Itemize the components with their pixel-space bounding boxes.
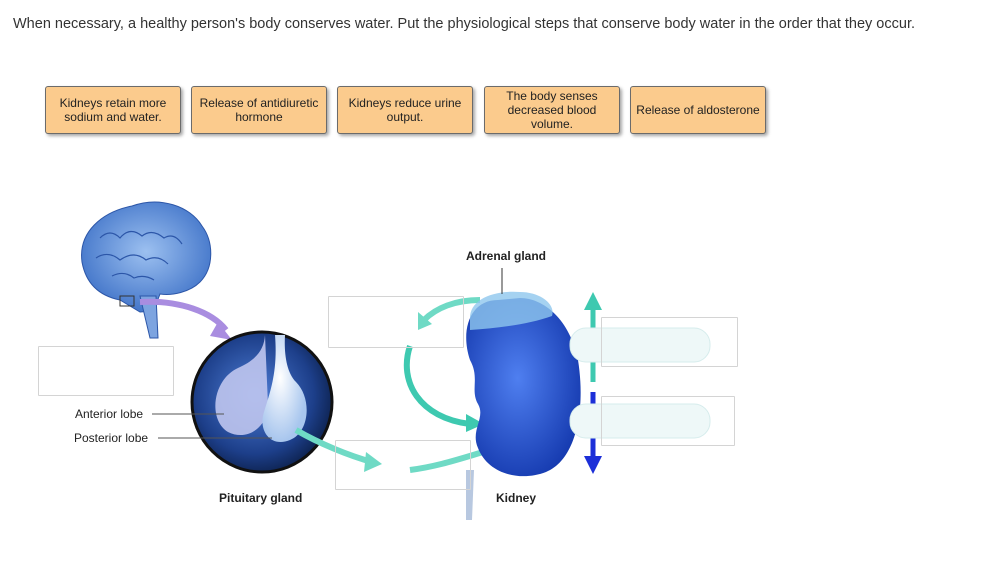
label-kidney: Kidney [496,491,537,505]
pituitary-illustration [190,330,334,474]
drop-target-kidney-lower[interactable] [601,396,735,446]
drop-target-top-cycle[interactable] [328,296,464,348]
tile-senses-decreased-volume[interactable]: The body senses decreased blood volume. [484,86,620,134]
tile-kidneys-reduce-urine[interactable]: Kidneys reduce urine output. [337,86,473,134]
question-text: When necessary, a healthy person's body … [13,16,915,32]
brain-illustration [81,201,212,339]
tile-kidneys-retain-sodium[interactable]: Kidneys retain more sodium and water. [45,86,181,134]
label-pituitary-gland: Pituitary gland [219,491,303,505]
drop-target-brain[interactable] [38,346,174,396]
tile-release-aldosterone[interactable]: Release of aldosterone [630,86,766,134]
label-anterior-lobe: Anterior lobe [75,407,144,421]
drop-target-bottom-cycle[interactable] [335,440,471,490]
label-posterior-lobe: Posterior lobe [74,431,149,445]
label-adrenal-gland: Adrenal gland [466,249,547,263]
tile-release-adh[interactable]: Release of antidiuretic hormone [191,86,327,134]
kidney-illustration [466,268,581,520]
drop-target-kidney-upper[interactable] [601,317,738,367]
